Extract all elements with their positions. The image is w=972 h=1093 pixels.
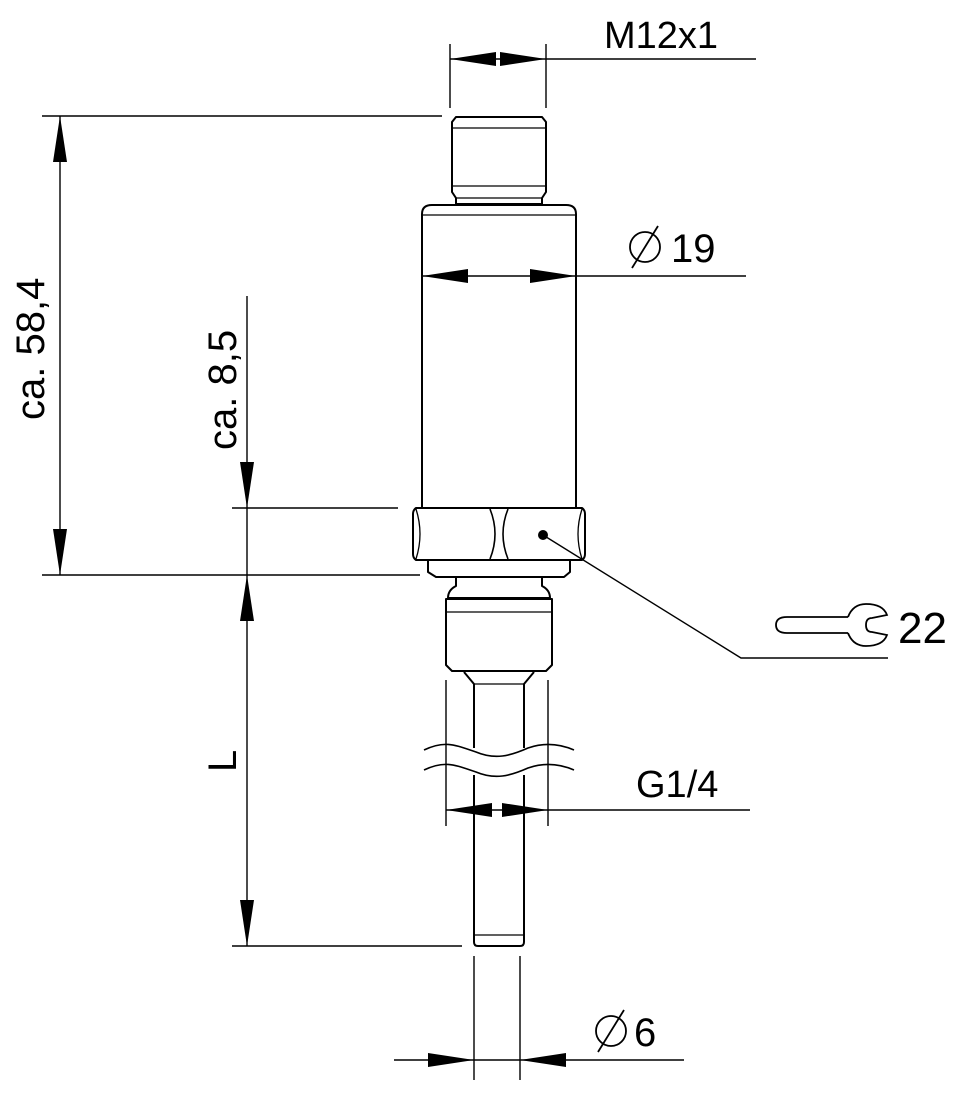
dimension-lines xyxy=(42,44,888,1080)
label-length-total: ca. 58,4 xyxy=(9,278,53,420)
label-diameter-probe: 6 xyxy=(634,1011,656,1055)
arrowheads xyxy=(53,52,576,1067)
label-length-hex: ca. 8,5 xyxy=(201,330,245,450)
hex-nut xyxy=(412,507,586,561)
thread-neck xyxy=(447,578,551,599)
label-length-insertion: L xyxy=(201,750,245,772)
connector-m12 xyxy=(451,116,547,205)
wrench-icon xyxy=(775,603,889,647)
housing-body xyxy=(421,204,577,507)
thread-g14 xyxy=(445,598,553,672)
label-thread-top: M12x1 xyxy=(604,15,718,57)
diameter-symbol-icon xyxy=(595,1009,627,1053)
label-thread-process: G1/4 xyxy=(636,764,718,806)
label-wrench-size: 22 xyxy=(898,604,947,653)
label-diameter-body: 19 xyxy=(671,227,716,271)
sensor-outline xyxy=(412,116,586,947)
break-line-lower xyxy=(423,763,575,778)
break-line-upper xyxy=(423,743,575,758)
probe-lower xyxy=(473,775,525,947)
diameter-symbol-icon xyxy=(629,225,661,269)
nut-collar xyxy=(427,561,571,578)
